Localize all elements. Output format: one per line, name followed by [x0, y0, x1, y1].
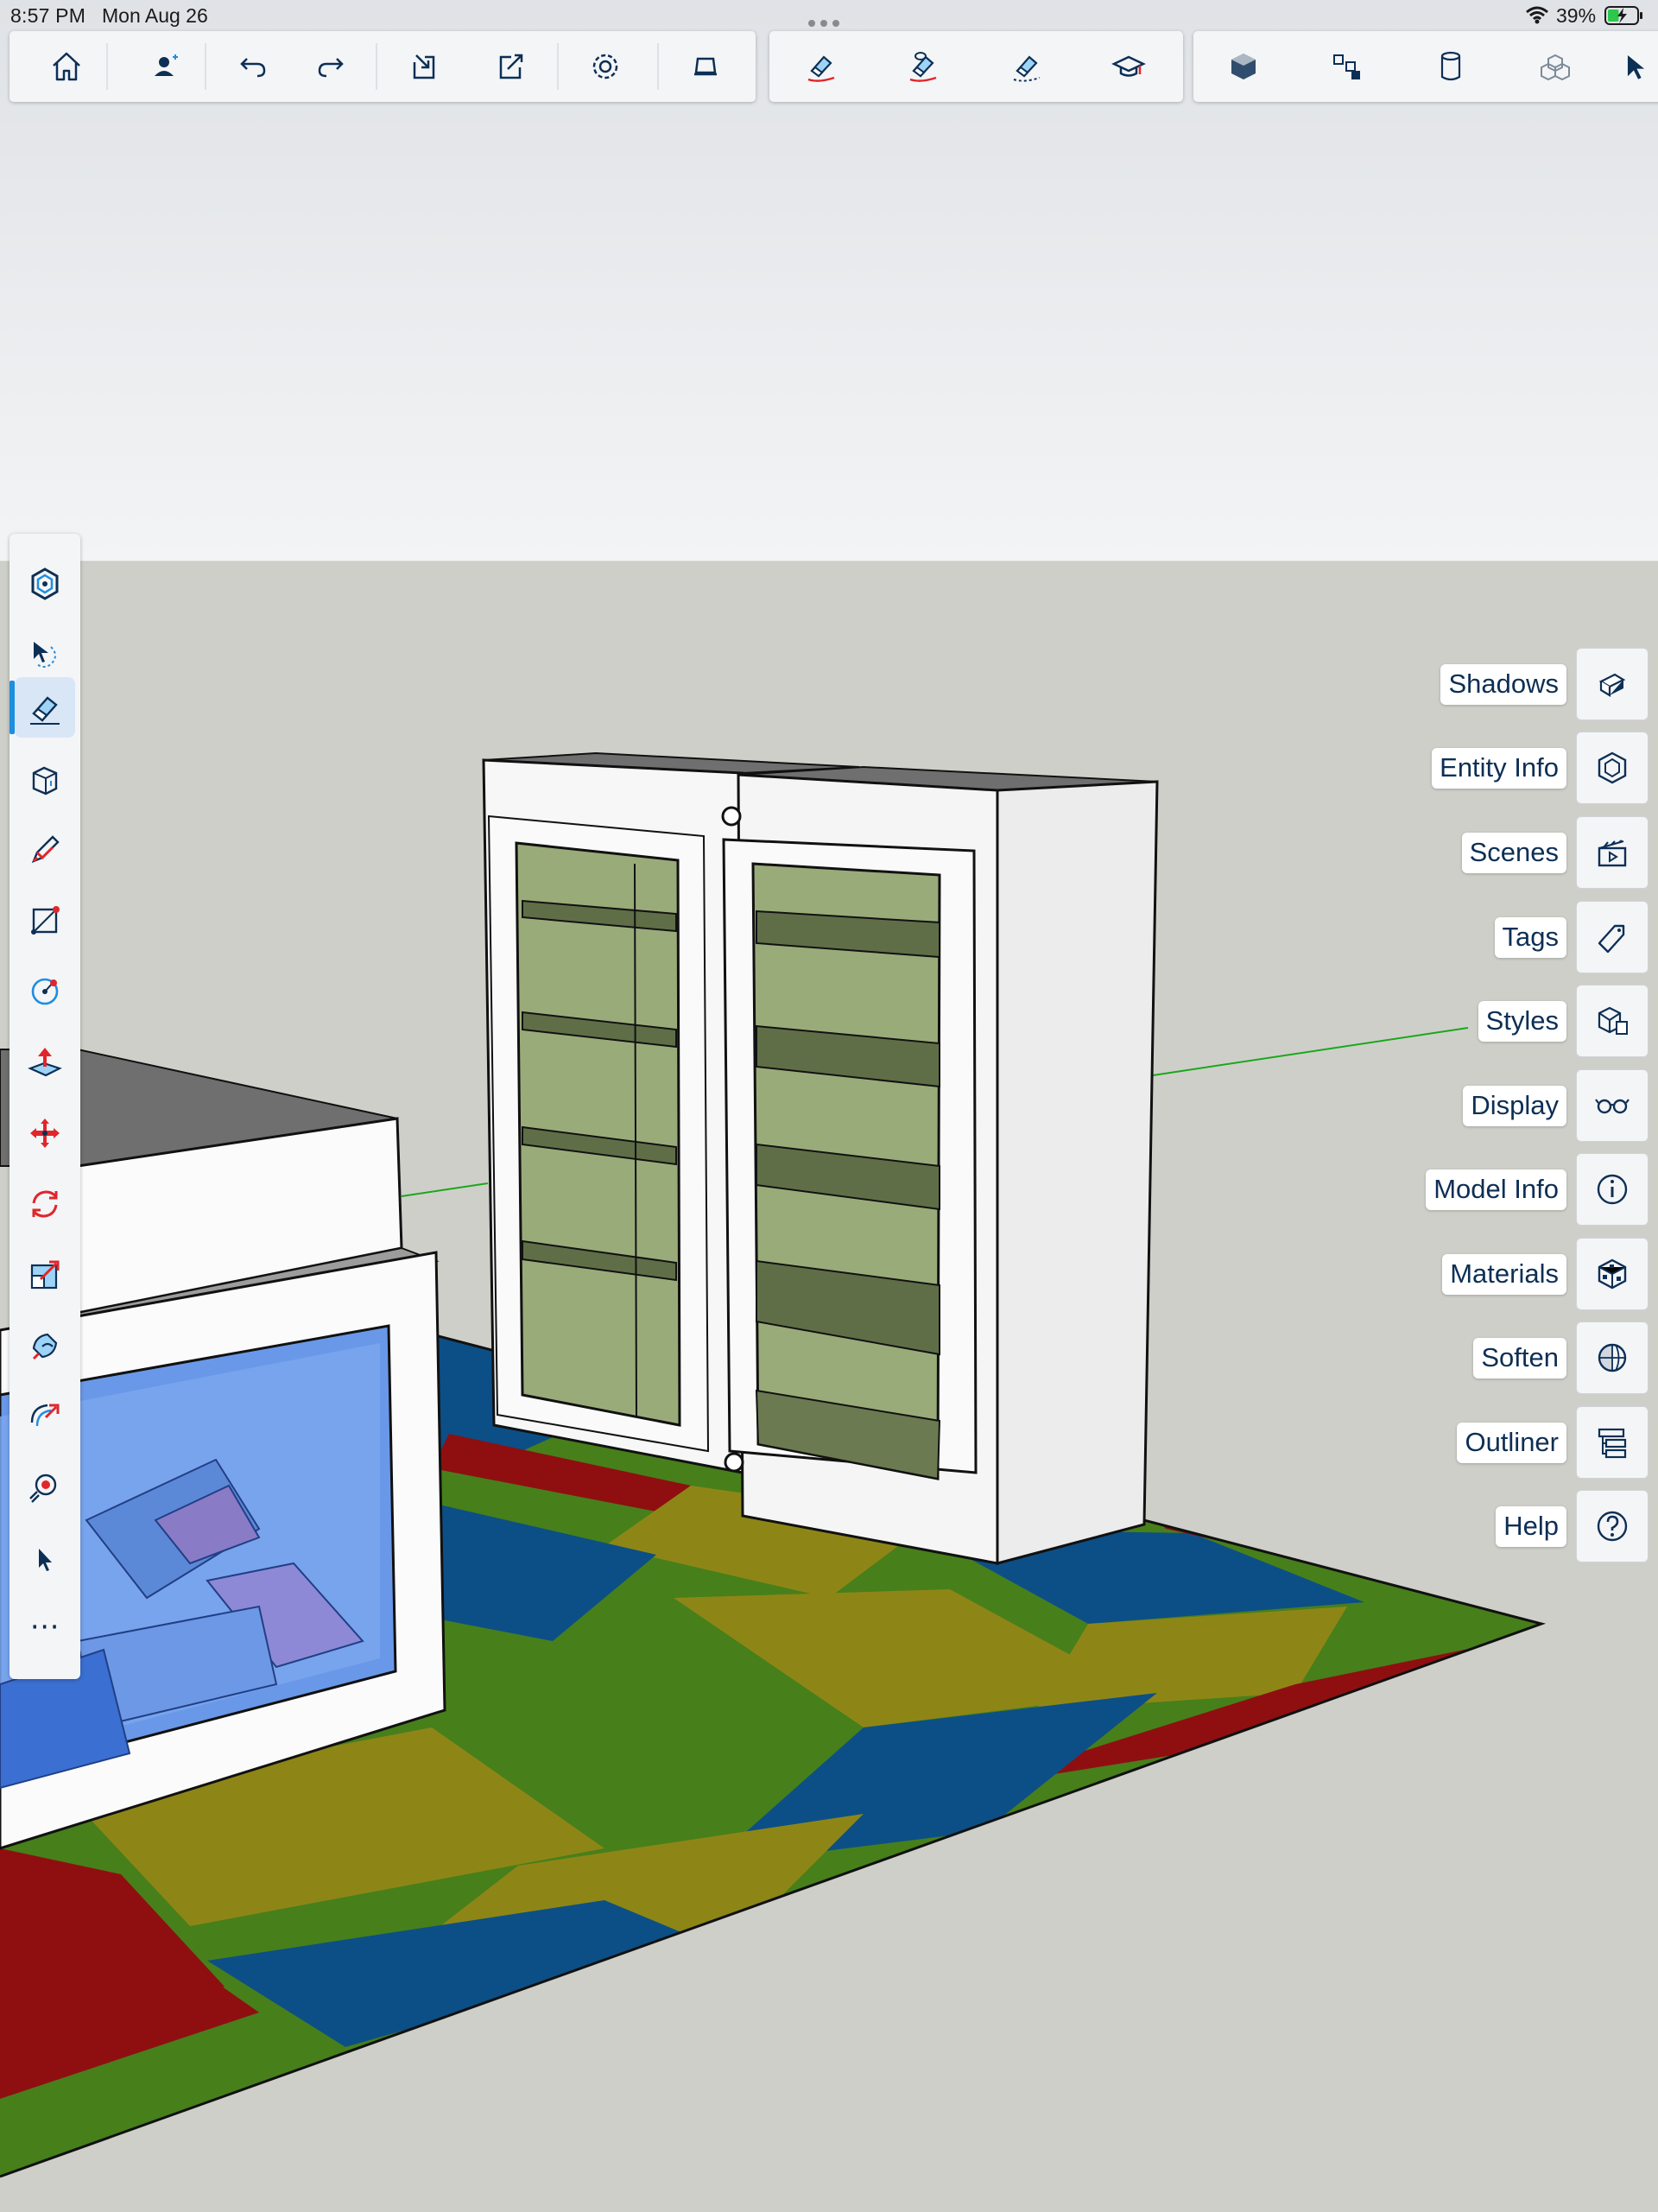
- more-dots-icon[interactable]: [808, 9, 850, 27]
- tray-label[interactable]: Soften: [1473, 1337, 1566, 1379]
- undo-icon[interactable]: [225, 39, 281, 94]
- tray-item-tags[interactable]: Tags: [1494, 901, 1649, 973]
- tray-item-materials[interactable]: Materials: [1442, 1238, 1649, 1310]
- tray-label[interactable]: Styles: [1478, 1000, 1566, 1042]
- pencil-icon[interactable]: [15, 820, 75, 880]
- tray-label[interactable]: Materials: [1442, 1253, 1566, 1295]
- rectangle-icon[interactable]: [15, 891, 75, 951]
- styles-icon[interactable]: [1576, 985, 1649, 1057]
- tray-item-scenes[interactable]: Scenes: [1461, 816, 1649, 889]
- outliner-icon[interactable]: [1576, 1406, 1649, 1479]
- tray-item-entity-info[interactable]: Entity Info: [1432, 732, 1649, 804]
- tray-label[interactable]: Entity Info: [1432, 747, 1566, 789]
- circle-icon[interactable]: [15, 961, 75, 1022]
- eraser-soften-icon[interactable]: [999, 39, 1054, 94]
- tray-item-soften[interactable]: Soften: [1473, 1321, 1649, 1394]
- settings-icon[interactable]: [578, 39, 633, 94]
- eraser-icon[interactable]: [9, 677, 75, 738]
- cabinet-left[interactable]: [482, 751, 860, 1474]
- select-arrow-icon[interactable]: [1622, 39, 1656, 94]
- add-user-icon[interactable]: [137, 39, 193, 94]
- toy-display-box[interactable]: [0, 1049, 446, 1850]
- tray-label[interactable]: Outliner: [1457, 1422, 1566, 1463]
- move-icon[interactable]: [15, 1103, 75, 1163]
- tray-label[interactable]: Shadows: [1440, 663, 1566, 705]
- mat-tile-yellow: [1036, 1607, 1347, 1710]
- home-icon[interactable]: [39, 39, 94, 94]
- toolbar-group-file: [9, 31, 756, 102]
- tape-measure-icon[interactable]: [15, 1457, 75, 1518]
- ios-status-bar: 8:57 PM Mon Aug 26 39%: [0, 0, 1658, 33]
- orbit-pointer-icon[interactable]: [15, 1528, 75, 1588]
- cabinet-right[interactable]: [721, 765, 1159, 1565]
- tray-label[interactable]: Display: [1463, 1085, 1566, 1126]
- export-icon[interactable]: [483, 39, 538, 94]
- cylinder-icon[interactable]: [1423, 39, 1478, 94]
- help-icon[interactable]: [1576, 1490, 1649, 1562]
- soften-icon[interactable]: [1576, 1321, 1649, 1394]
- tray-item-help[interactable]: Help: [1496, 1490, 1649, 1562]
- redo-icon[interactable]: [303, 39, 358, 94]
- offset-icon[interactable]: [15, 1386, 75, 1447]
- materials-icon[interactable]: [1576, 1238, 1649, 1310]
- tray-item-styles[interactable]: Styles: [1478, 985, 1649, 1057]
- search-3d-icon[interactable]: [15, 554, 75, 614]
- tag-icon[interactable]: [1576, 901, 1649, 973]
- battery-percent: 39%: [1556, 4, 1597, 27]
- mat-tile-red: [432, 1434, 691, 1512]
- follow-me-icon[interactable]: [15, 1315, 75, 1376]
- push-pull-icon[interactable]: [15, 1032, 75, 1093]
- mat-tile-yellow: [674, 1589, 1140, 1727]
- shadows-icon[interactable]: [1576, 648, 1649, 720]
- mat-tile-red: [0, 1952, 259, 2099]
- blocks-icon[interactable]: [1527, 39, 1582, 94]
- scenes-clapper-icon[interactable]: [1576, 816, 1649, 889]
- rotate-icon[interactable]: [15, 1174, 75, 1234]
- eraser-red-icon[interactable]: [794, 39, 849, 94]
- mat-tile-red: [967, 1645, 1485, 1788]
- tray-item-display[interactable]: Display: [1463, 1069, 1649, 1142]
- status-date: Mon Aug 26: [102, 4, 208, 27]
- tray-item-shadows[interactable]: Shadows: [1440, 648, 1649, 720]
- info-icon[interactable]: [1576, 1153, 1649, 1226]
- cube-solid-icon[interactable]: [1216, 39, 1271, 94]
- tray-label[interactable]: Model Info: [1426, 1169, 1566, 1210]
- tray-label[interactable]: Scenes: [1461, 832, 1566, 873]
- wifi-icon: [1526, 6, 1548, 24]
- tray-item-model-info[interactable]: Model Info: [1426, 1153, 1649, 1226]
- green-axis: [1152, 1027, 1469, 1076]
- paint-bucket-icon[interactable]: [15, 749, 75, 809]
- learn-cap-icon[interactable]: [1101, 39, 1156, 94]
- select-lasso-icon[interactable]: [15, 624, 75, 685]
- mat-tile-blue: [207, 1900, 708, 2047]
- eraser-hide-icon[interactable]: [895, 39, 951, 94]
- tray-label[interactable]: Help: [1496, 1505, 1566, 1547]
- scale-icon[interactable]: [15, 1245, 75, 1305]
- toolbar-group-eraser: [769, 31, 1183, 102]
- left-tool-palette: ⋯: [9, 534, 80, 1679]
- entity-info-icon[interactable]: [1576, 732, 1649, 804]
- more-icon[interactable]: ⋯: [29, 1610, 60, 1643]
- tray-item-outliner[interactable]: Outliner: [1457, 1406, 1649, 1479]
- components-icon[interactable]: [1319, 39, 1375, 94]
- import-icon[interactable]: [396, 39, 452, 94]
- glasses-icon[interactable]: [1576, 1069, 1649, 1142]
- tray-label[interactable]: Tags: [1494, 916, 1566, 958]
- status-time: 8:57 PM: [10, 4, 86, 27]
- green-axis: [401, 1182, 489, 1197]
- toolbar-group-components: [1193, 31, 1658, 102]
- print-icon[interactable]: [678, 39, 733, 94]
- battery-charging-icon: [1604, 6, 1642, 25]
- mat-tile-green: [0, 2047, 345, 2177]
